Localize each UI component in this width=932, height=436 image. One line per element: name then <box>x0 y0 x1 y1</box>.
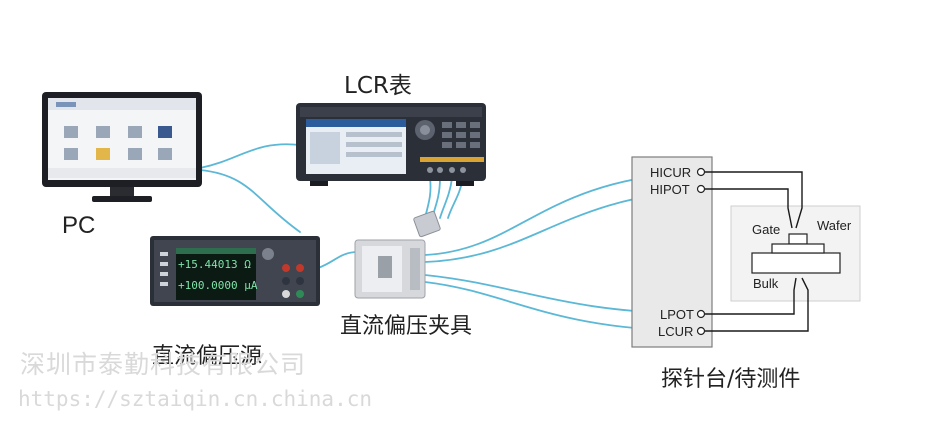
cable-dc-to-fixture <box>317 251 359 269</box>
fixture-label: 直流偏压夹具 <box>340 314 473 339</box>
lcur-port <box>696 326 706 336</box>
dc-source-label: 直流偏压源 <box>152 344 263 369</box>
pc-monitor-icon <box>42 92 202 202</box>
dc-bias-source-icon <box>150 236 320 306</box>
dc-reading-current: +100.0000 μA <box>178 279 258 292</box>
terminal-lcur: LCUR <box>658 324 694 339</box>
cable-pc-to-lcr <box>199 143 301 169</box>
terminal-lpot: LPOT <box>660 307 694 322</box>
probe-station-panel <box>631 156 713 348</box>
dut-bulk-label: Bulk <box>753 276 779 291</box>
dut-wafer-label: Wafer <box>817 218 852 233</box>
cable-lcr-to-fixture-3 <box>439 177 453 219</box>
terminal-hicur: HICUR <box>650 165 692 180</box>
bias-fixture-icon <box>354 210 441 299</box>
watermark-url: https://sztaiqin.cn.china.cn <box>18 387 373 411</box>
lcr-meter-icon <box>296 103 486 186</box>
probe-station-label: 探针台/待测件 <box>661 367 801 392</box>
dc-reading-resistance: +15.44013 Ω <box>178 258 251 271</box>
pc-label: PC <box>62 212 96 239</box>
lcr-label: LCR表 <box>344 73 412 99</box>
dut-gate-label: Gate <box>752 222 781 237</box>
terminal-hipot: HIPOT <box>650 182 690 197</box>
hicur-port <box>696 167 706 177</box>
cable-pc-to-dc-source <box>199 169 301 233</box>
watermark-company: 深圳市泰勤科技有限公司 <box>20 350 307 379</box>
lpot-port <box>696 309 706 319</box>
probe-wires <box>705 171 809 332</box>
hipot-port <box>696 184 706 194</box>
